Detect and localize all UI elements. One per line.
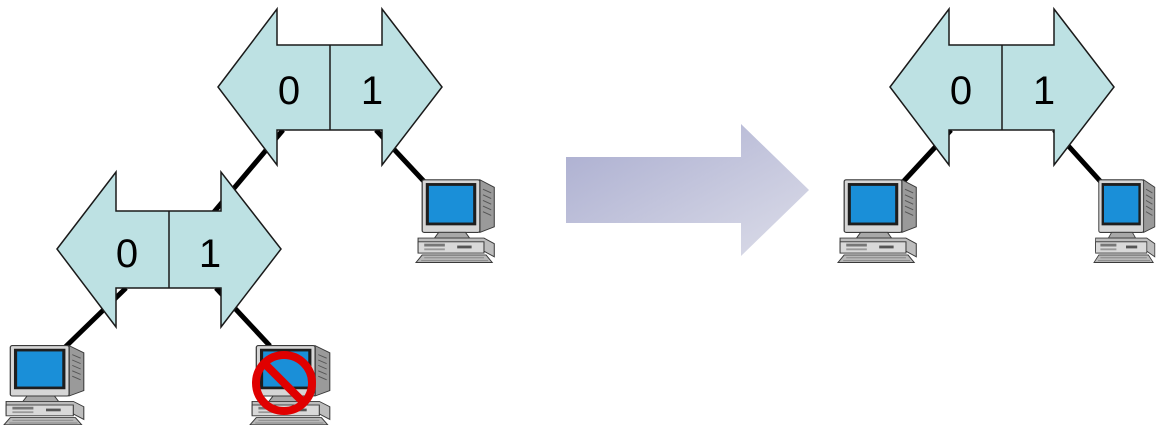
after-root-switch-node: 0 1: [890, 9, 1114, 165]
child-left-label: 0: [116, 232, 138, 276]
after-tree: 0 1: [838, 9, 1155, 262]
desktop-computer-icon: [838, 180, 916, 263]
after-root-right-label: 1: [1033, 69, 1055, 113]
root-switch-node: 0 1: [218, 9, 442, 165]
disabled-computer: [250, 346, 330, 425]
after-root-left-label: 0: [950, 69, 972, 113]
right-arrow-icon: [566, 124, 809, 256]
before-tree: 0 1 0 1: [4, 9, 494, 425]
child-switch-node: 0 1: [57, 172, 281, 327]
root-left-label: 0: [278, 69, 300, 113]
child-right-label: 1: [199, 232, 221, 276]
desktop-computer-icon: [416, 180, 494, 263]
root-right-label: 1: [361, 69, 383, 113]
desktop-computer-icon: [4, 346, 84, 425]
desktop-computer-icon: [1094, 180, 1155, 263]
